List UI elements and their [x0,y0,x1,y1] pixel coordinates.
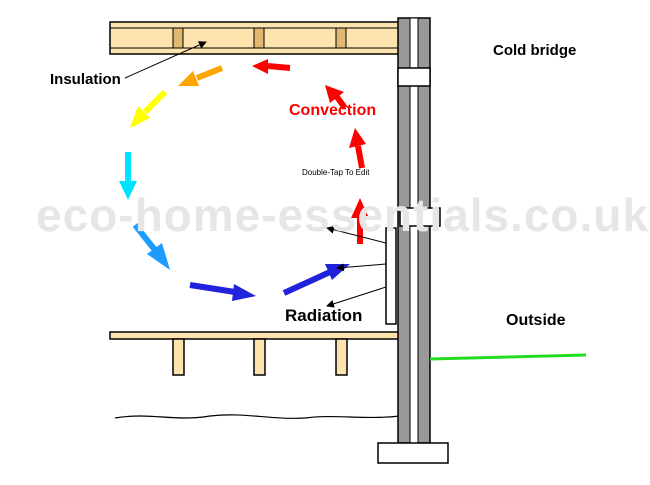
arrow-blue-1 [189,282,236,295]
arrow-blue-1-head [232,284,256,301]
leader-lines [124,41,387,308]
arrow-blue-2 [282,269,332,296]
radiator [385,227,397,325]
radiation-leader-1 [326,225,387,244]
circulation-arrows [119,59,369,301]
arrow-orange [195,65,224,81]
arrow-red-2 [355,145,365,169]
arrow-yellow [142,89,168,115]
wall [377,17,449,464]
radiation-leader-3 [326,286,387,308]
arrow-red-1-head [351,198,369,218]
arrow-red-3-head [325,85,344,103]
arrow-red-4-head [252,59,268,74]
ceiling-joist [109,21,401,55]
radiation-label: Radiation [285,306,363,325]
arrow-cyan-head [119,181,137,200]
radiation-leader-2 [336,263,387,272]
arrow-lightblue [132,223,158,252]
insulation-label: Insulation [50,71,121,88]
outside-label: Outside [506,312,566,329]
edit-hint-label: Double-Tap To Edit [302,168,370,177]
arrow-lightblue-head [147,243,170,270]
insulation-leader [124,41,207,79]
arrow-red-2-head [349,128,366,148]
arrow-blue-2-head [325,264,350,280]
arrow-red-4 [267,63,291,71]
outside-ground-line [429,353,587,361]
arrow-orange-head [178,71,199,86]
arrow-yellow-head [130,106,150,128]
arrow-red-3 [334,95,348,110]
cold-bridge-label: Cold bridge [493,42,577,59]
floor-joists [109,331,401,376]
convection-label: Convection [289,102,377,119]
watermark-text: eco-home-essentials.co.uk [36,189,649,241]
ground-line [114,414,401,419]
